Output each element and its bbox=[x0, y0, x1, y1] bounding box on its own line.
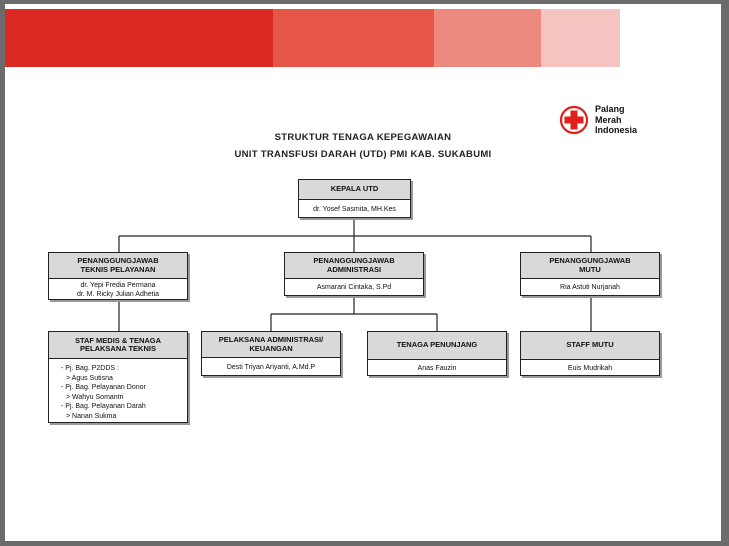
role-line: - Pj. Bag. Pelayanan Donor bbox=[61, 384, 146, 391]
node-tenaga-penunjang: TENAGA PENUNJANG Anas Fauzin bbox=[367, 331, 507, 376]
logo-text: Palang Merah Indonesia bbox=[595, 104, 637, 136]
pmi-logo: Palang Merah Indonesia bbox=[558, 104, 658, 138]
person-name: dr. Yepi Fredia Permana bbox=[80, 281, 156, 289]
node-pj-mutu: PENANGGUNGJAWAB MUTU Ria Astuti Nurjanah bbox=[520, 252, 660, 296]
role-line: - Pj. Bag. P2DDS : bbox=[61, 365, 119, 372]
logo-line-3: Indonesia bbox=[595, 125, 638, 135]
node-header: PELAKSANA ADMINISTRASI/ KEUANGAN bbox=[202, 332, 340, 358]
node-header: PENANGGUNGJAWAB ADMINISTRASI bbox=[285, 253, 423, 279]
chart-subtitle: UNIT TRANSFUSI DARAH (UTD) PMI KAB. SUKA… bbox=[234, 149, 492, 160]
node-body: dr. Yepi Fredia Permana dr. M. Ricky Jul… bbox=[49, 279, 187, 300]
person-name: > Wahyu Somantri bbox=[66, 393, 124, 401]
header-line: PENANGGUNGJAWAB bbox=[313, 256, 395, 265]
person-name: Anas Fauzin bbox=[417, 364, 457, 372]
header-band-4 bbox=[541, 9, 620, 67]
node-header: TENAGA PENUNJANG bbox=[368, 332, 506, 360]
node-body: Ria Astuti Nurjanah bbox=[521, 279, 659, 296]
node-header: KEPALA UTD bbox=[299, 180, 410, 200]
person-name: dr. M. Ricky Julian Adhetia bbox=[76, 290, 160, 298]
person-name: > Agus Sutisna bbox=[66, 374, 113, 382]
header-band-2 bbox=[273, 9, 434, 67]
role-line: - Pj. Bag. Pelayanan Darah bbox=[61, 403, 146, 410]
node-pj-teknis-pelayanan: PENANGGUNGJAWAB TEKNIS PELAYANAN dr. Yep… bbox=[48, 252, 188, 300]
logo-line-1: Palang bbox=[595, 104, 625, 114]
node-body: Anas Fauzin bbox=[368, 360, 506, 376]
person-name: > Nanan Sukma bbox=[66, 412, 117, 420]
person-name: Ria Astuti Nurjanah bbox=[560, 284, 620, 291]
node-staff-mutu: STAFF MUTU Euis Mudrikah bbox=[520, 331, 660, 376]
node-header: PENANGGUNGJAWAB MUTU bbox=[521, 253, 659, 279]
header-line: TEKNIS PELAYANAN bbox=[80, 264, 156, 274]
node-body: dr. Yosef Sasmita, MH.Kes bbox=[299, 200, 410, 218]
header-line: KEUANGAN bbox=[249, 343, 293, 353]
header-line: MUTU bbox=[579, 264, 601, 274]
connector-lines bbox=[118, 218, 592, 331]
node-header: STAF MEDIS & TENAGA PELAKSANA TEKNIS bbox=[49, 332, 187, 359]
header-line: ADMINISTRASI bbox=[326, 264, 382, 274]
node-pj-administrasi: PENANGGUNGJAWAB ADMINISTRASI Asmarani Ci… bbox=[284, 252, 424, 296]
node-body: - Pj. Bag. P2DDS : > Agus Sutisna - Pj. … bbox=[49, 359, 187, 421]
header-line: PELAKSANA ADMINISTRASI/ bbox=[218, 335, 324, 344]
header-line: PENANGGUNGJAWAB bbox=[77, 256, 159, 265]
node-header: PENANGGUNGJAWAB TEKNIS PELAYANAN bbox=[49, 253, 187, 279]
slide: Palang Merah Indonesia STRUKTUR TENAGA K… bbox=[5, 4, 721, 541]
chart-title: STRUKTUR TENAGA KEPEGAWAIAN bbox=[274, 132, 452, 143]
person-name: Euis Mudrikah bbox=[567, 364, 613, 372]
node-staf-medis: STAF MEDIS & TENAGA PELAKSANA TEKNIS - P… bbox=[48, 331, 188, 423]
header-band-1 bbox=[5, 9, 273, 67]
person-name: dr. Yosef Sasmita, MH.Kes bbox=[313, 205, 396, 213]
node-header: STAFF MUTU bbox=[521, 332, 659, 360]
header-line: PELAKSANA TEKNIS bbox=[80, 344, 156, 353]
red-cross-icon bbox=[559, 105, 589, 135]
header-line: STAF MEDIS & TENAGA bbox=[74, 335, 162, 345]
node-body: Euis Mudrikah bbox=[521, 360, 659, 376]
node-kepala-utd: KEPALA UTD dr. Yosef Sasmita, MH.Kes bbox=[298, 179, 411, 218]
person-name: Asmarani Cintaka, S.Pd bbox=[316, 284, 392, 291]
node-body: Asmarani Cintaka, S.Pd bbox=[285, 279, 423, 296]
person-name: Desti Triyan Ariyanti, A.Md.P bbox=[226, 363, 316, 371]
logo-line-2: Merah bbox=[595, 114, 622, 125]
node-body: Desti Triyan Ariyanti, A.Md.P bbox=[202, 358, 340, 376]
node-pelaksana-administrasi: PELAKSANA ADMINISTRASI/ KEUANGAN Desti T… bbox=[201, 331, 341, 376]
header-line: PENANGGUNGJAWAB bbox=[549, 256, 631, 265]
header-band-3 bbox=[434, 9, 541, 67]
